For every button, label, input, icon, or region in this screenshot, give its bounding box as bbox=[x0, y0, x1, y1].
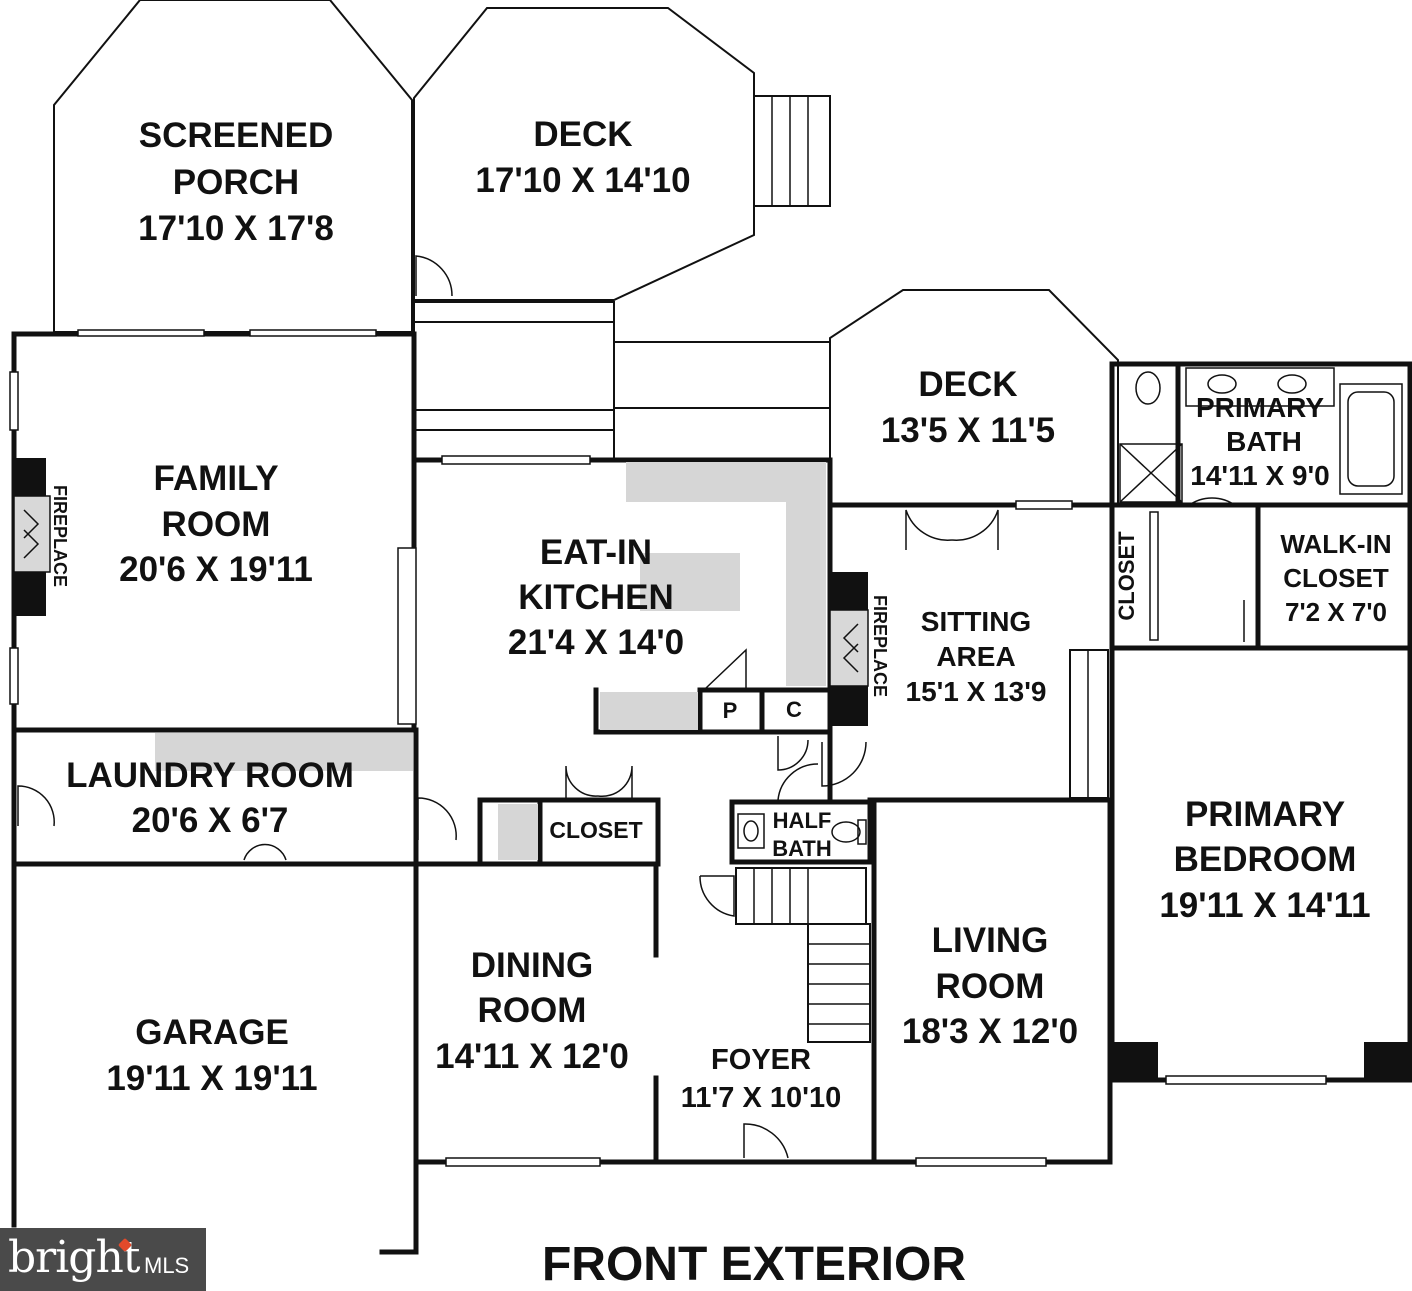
kitchen-counters bbox=[600, 462, 826, 730]
primary-bath-name-2: BATH bbox=[1226, 426, 1302, 457]
bedroom-closet-label: CLOSET bbox=[1114, 531, 1139, 621]
sitting-area-label: SITTING AREA 15'1 X 13'9 bbox=[906, 606, 1047, 707]
primary-bedroom-name-1: PRIMARY bbox=[1185, 795, 1345, 834]
screened-porch-label: SCREENED PORCH 17'10 X 17'8 bbox=[138, 116, 334, 248]
dining-room-name-2: ROOM bbox=[478, 991, 587, 1030]
walk-in-closet-name-1: WALK-IN bbox=[1280, 529, 1391, 559]
doors bbox=[17, 255, 1245, 1159]
front-exterior-label: FRONT EXTERIOR bbox=[542, 1238, 966, 1291]
half-bath-fixtures-icon bbox=[737, 813, 867, 849]
kitchen-name-2: KITCHEN bbox=[518, 578, 674, 617]
laundry-room-name: LAUNDRY ROOM bbox=[66, 756, 354, 795]
upper-deck-name: DECK bbox=[533, 115, 632, 154]
hall-closet-label: CLOSET bbox=[549, 817, 642, 843]
dining-room-size: 14'11 X 12'0 bbox=[435, 1037, 629, 1076]
upper-deck-size: 17'10 X 14'10 bbox=[475, 161, 690, 200]
sitting-area-name-2: AREA bbox=[936, 641, 1015, 672]
screened-porch-name-2: PORCH bbox=[173, 163, 299, 202]
family-room-size: 20'6 X 19'11 bbox=[119, 550, 313, 589]
walk-in-closet-name-2: CLOSET bbox=[1283, 563, 1389, 593]
upper-deck-outline bbox=[413, 7, 755, 301]
family-room-label: FAMILY ROOM 20'6 X 19'11 bbox=[119, 459, 313, 589]
garage-size: 19'11 X 19'11 bbox=[106, 1059, 317, 1098]
lower-deck-name: DECK bbox=[918, 365, 1017, 404]
sitting-fireplace-icon bbox=[829, 572, 869, 726]
laundry-room-walls bbox=[11, 727, 419, 867]
laundry-room-label: LAUNDRY ROOM 20'6 X 6'7 bbox=[66, 756, 354, 840]
kitchen-name-1: EAT-IN bbox=[540, 533, 652, 572]
bright-mls-watermark: bright MLS bbox=[0, 1228, 206, 1291]
walk-in-closet-size: 7'2 X 7'0 bbox=[1285, 597, 1387, 627]
windows bbox=[9, 329, 1327, 1167]
family-fireplace-label: FIREPLACE bbox=[50, 485, 70, 587]
garage-name: GARAGE bbox=[135, 1013, 289, 1052]
screened-porch-size: 17'10 X 17'8 bbox=[138, 209, 334, 248]
living-room-name-1: LIVING bbox=[932, 921, 1049, 960]
half-bath-walls bbox=[729, 799, 873, 865]
pantry-label: P bbox=[723, 698, 738, 723]
foyer-size: 11'7 X 10'10 bbox=[681, 1082, 842, 1114]
foyer-name: FOYER bbox=[711, 1044, 811, 1076]
primary-bath-label: PRIMARY BATH 14'11 X 9'0 bbox=[1190, 392, 1329, 491]
foyer-label: FOYER 11'7 X 10'10 bbox=[681, 1044, 842, 1114]
closet-shelf bbox=[498, 804, 538, 860]
screened-porch-name-1: SCREENED bbox=[139, 116, 333, 155]
primary-bath-size: 14'11 X 9'0 bbox=[1190, 460, 1329, 491]
laundry-counter bbox=[155, 733, 413, 771]
walk-in-closet-label: WALK-IN CLOSET 7'2 X 7'0 bbox=[1280, 529, 1391, 627]
living-room-size: 18'3 X 12'0 bbox=[902, 1012, 1078, 1051]
living-room-name-2: ROOM bbox=[936, 967, 1045, 1006]
landing-steps bbox=[413, 301, 831, 461]
family-fireplace-icon bbox=[13, 458, 51, 616]
front-wall bbox=[413, 797, 1113, 1165]
coat-closet-label: C bbox=[786, 697, 802, 722]
hall-closet-walls bbox=[477, 797, 661, 867]
half-bath-name-1: HALF bbox=[773, 808, 832, 833]
primary-bedroom-label: PRIMARY BEDROOM 19'11 X 14'11 bbox=[1159, 795, 1370, 925]
dining-room-name-1: DINING bbox=[471, 946, 594, 985]
staircase bbox=[735, 867, 871, 1043]
half-bath-label: HALF BATH bbox=[772, 808, 831, 861]
laundry-room-size: 20'6 X 6'7 bbox=[132, 801, 289, 840]
bedroom-pillar-left bbox=[1112, 1042, 1158, 1080]
family-room-name-1: FAMILY bbox=[153, 459, 278, 498]
bath-fixtures-icon bbox=[1119, 367, 1403, 503]
garage-label: GARAGE 19'11 X 19'11 bbox=[106, 1013, 317, 1098]
kitchen-label: EAT-IN KITCHEN 21'4 X 14'0 bbox=[508, 533, 684, 662]
watermark-mls: MLS bbox=[144, 1253, 190, 1278]
primary-bath-name-1: PRIMARY bbox=[1196, 392, 1324, 423]
sitting-fireplace-label: FIREPLACE bbox=[870, 595, 890, 697]
kitchen-size: 21'4 X 14'0 bbox=[508, 623, 684, 662]
dining-room-label: DINING ROOM 14'11 X 12'0 bbox=[435, 946, 629, 1076]
sitting-area-name-1: SITTING bbox=[921, 606, 1031, 637]
upper-deck-label: DECK 17'10 X 14'10 bbox=[475, 115, 690, 200]
family-room-name-2: ROOM bbox=[162, 505, 271, 544]
deck-stairs bbox=[753, 95, 831, 207]
watermark-brand: bright bbox=[8, 1232, 140, 1283]
bedroom-pillar-right bbox=[1364, 1042, 1410, 1080]
sitting-area-steps bbox=[1069, 649, 1109, 799]
half-bath-name-2: BATH bbox=[772, 836, 831, 861]
lower-deck-size: 13'5 X 11'5 bbox=[881, 411, 1055, 450]
sitting-area-size: 15'1 X 13'9 bbox=[906, 676, 1047, 707]
living-room-label: LIVING ROOM 18'3 X 12'0 bbox=[902, 921, 1078, 1051]
primary-bedroom-size: 19'11 X 14'11 bbox=[1159, 886, 1370, 925]
primary-bedroom-name-2: BEDROOM bbox=[1174, 840, 1357, 879]
lower-deck-label: DECK 13'5 X 11'5 bbox=[881, 365, 1055, 450]
